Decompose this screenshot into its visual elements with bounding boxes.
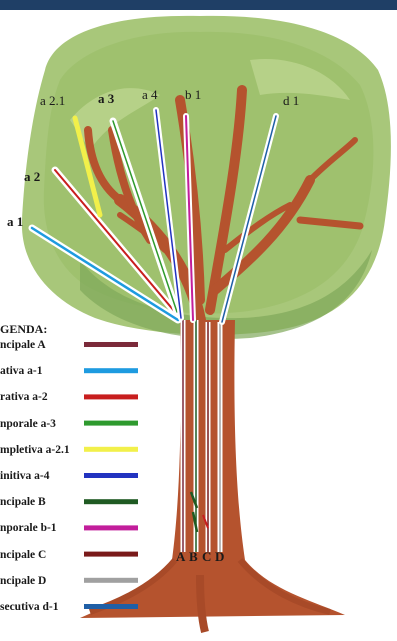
branch-label-a21: a 2.1 [40, 94, 65, 108]
legend-swatch [84, 604, 138, 609]
legend-item-label: ncipale B [0, 496, 46, 509]
legend-item-label: ativa a-1 [0, 365, 42, 378]
legend-item-label: ncipale D [0, 575, 46, 588]
top-bar [0, 0, 397, 10]
legend-item-label: rativa a-2 [0, 391, 48, 404]
legend-item-label: initiva a-4 [0, 470, 50, 483]
branch-label-d1: d 1 [283, 94, 299, 108]
legend-swatch [84, 552, 138, 557]
legend-swatch [84, 525, 138, 530]
trunk-label-a: A [176, 549, 185, 565]
trunk-label-c: C [202, 549, 211, 565]
legend-swatch [84, 447, 138, 452]
legend-item-label: secutiva d-1 [0, 601, 58, 614]
trunk-label-d: D [215, 549, 224, 565]
branch-label-a1: a 1 [7, 215, 23, 229]
legend-title: GENDA: [0, 322, 47, 337]
legend-swatch [84, 394, 138, 399]
legend-swatch [84, 342, 138, 347]
trunk-label-b: B [189, 549, 198, 565]
legend-swatch [84, 368, 138, 373]
foliage [22, 16, 391, 339]
legend-item-label: ncipale C [0, 549, 46, 562]
branch-label-a3: a 3 [98, 92, 114, 106]
branch-label-a2: a 2 [24, 170, 40, 184]
legend-swatch [84, 578, 138, 583]
legend-item-label: nporale b-1 [0, 522, 57, 535]
legend-swatch [84, 421, 138, 426]
legend-item-label: mpletiva a-2.1 [0, 444, 70, 457]
legend-item-label: ncipale A [0, 339, 46, 352]
legend-item-label: nporale a-3 [0, 418, 56, 431]
branch-label-b1: b 1 [185, 88, 201, 102]
branch-label-a4: a 4 [142, 88, 158, 102]
legend-swatches [84, 342, 138, 609]
legend-swatch [84, 473, 138, 478]
legend-swatch [84, 499, 138, 504]
